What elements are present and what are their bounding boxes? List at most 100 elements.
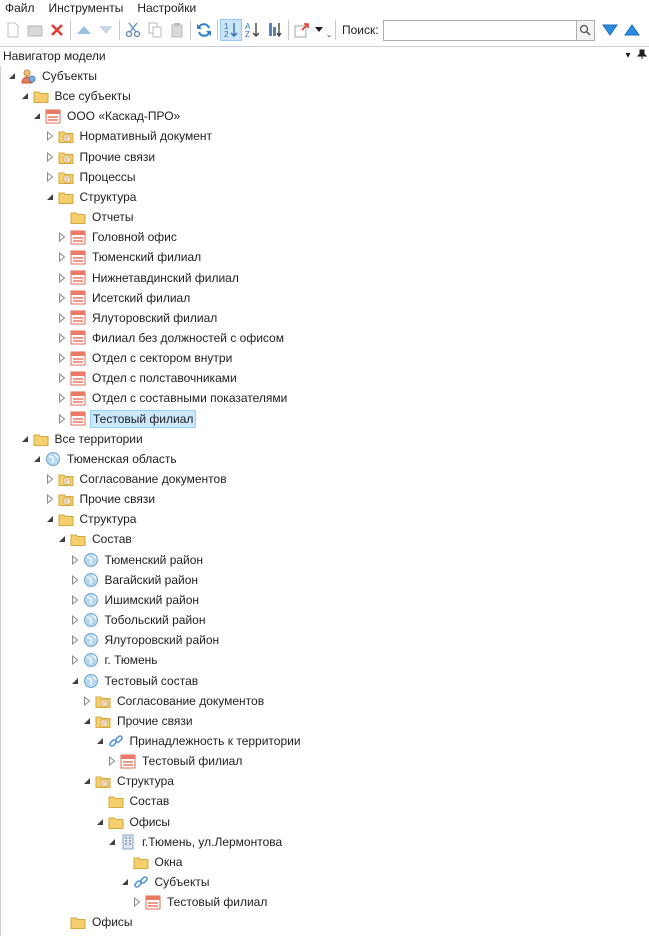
expand-arrow-icon[interactable] <box>44 513 56 525</box>
expand-arrow-icon[interactable] <box>19 90 31 102</box>
tree-node[interactable]: Офисы <box>94 812 173 832</box>
tree-node[interactable]: Все территории <box>19 429 145 449</box>
tree-node[interactable]: г. Тюмень <box>69 650 160 670</box>
move-down-icon[interactable] <box>95 19 117 41</box>
collapse-arrow-icon[interactable] <box>44 130 56 142</box>
tree-node[interactable]: Согласование документов <box>44 469 229 489</box>
collapse-arrow-icon[interactable] <box>44 493 56 505</box>
tree-node[interactable]: Структура <box>81 771 176 791</box>
collapse-arrow-icon[interactable] <box>69 614 81 626</box>
tree-node[interactable]: Тестовый филиал <box>56 409 197 429</box>
expand-arrow-icon[interactable] <box>94 816 106 828</box>
tree-node[interactable]: Прочие связи <box>44 147 158 167</box>
tree-node[interactable]: Состав <box>94 791 172 811</box>
tree-node[interactable]: Все субъекты <box>19 86 133 106</box>
collapse-arrow-icon[interactable] <box>56 372 68 384</box>
expand-arrow-icon[interactable] <box>19 433 31 445</box>
collapse-arrow-icon[interactable] <box>56 413 68 425</box>
collapse-arrow-icon[interactable] <box>106 755 118 767</box>
collapse-arrow-icon[interactable] <box>56 231 68 243</box>
expand-arrow-icon[interactable] <box>119 876 131 888</box>
collapse-arrow-icon[interactable] <box>69 574 81 586</box>
expand-arrow-icon[interactable] <box>44 191 56 203</box>
tree-node[interactable]: Тобольский район <box>69 610 208 630</box>
collapse-arrow-icon[interactable] <box>56 312 68 324</box>
tree-node[interactable]: Ялуторовский район <box>69 630 222 650</box>
refresh-icon[interactable] <box>193 19 215 41</box>
tree-node[interactable]: Субъекты <box>6 66 99 86</box>
tree-node[interactable]: Вагайский район <box>69 570 201 590</box>
expand-arrow-icon[interactable] <box>94 735 106 747</box>
collapse-arrow-icon[interactable] <box>56 251 68 263</box>
collapse-arrow-icon[interactable] <box>56 292 68 304</box>
menu-file[interactable]: Файл <box>5 1 35 15</box>
copy-icon[interactable] <box>144 19 166 41</box>
tree-node[interactable]: Тестовый состав <box>69 671 201 691</box>
tree-node[interactable]: Отдел с составными показателями <box>56 388 289 408</box>
tree-node[interactable]: Отдел с сектором внутри <box>56 348 234 368</box>
collapse-arrow-icon[interactable] <box>56 392 68 404</box>
collapse-arrow-icon[interactable] <box>69 634 81 646</box>
search-input[interactable] <box>383 20 574 40</box>
expand-arrow-icon[interactable] <box>6 70 18 82</box>
collapse-arrow-icon[interactable] <box>44 473 56 485</box>
tree-node[interactable]: Тестовый филиал <box>131 892 269 912</box>
expand-arrow-icon[interactable] <box>81 775 93 787</box>
toolbar-overflow-icon[interactable]: ⌄ <box>325 30 333 39</box>
expand-arrow-icon[interactable] <box>69 675 81 687</box>
tree-node[interactable]: г.Тюмень, ул.Лермонтова <box>106 832 284 852</box>
search-next-icon[interactable] <box>599 19 621 41</box>
expand-arrow-icon[interactable] <box>31 453 43 465</box>
move-up-icon[interactable] <box>73 19 95 41</box>
collapse-arrow-icon[interactable] <box>69 654 81 666</box>
collapse-arrow-icon[interactable] <box>56 272 68 284</box>
pin-icon[interactable] <box>635 49 649 62</box>
search-icon[interactable] <box>575 20 594 40</box>
tree-node[interactable]: Отдел с полставочниками <box>56 368 239 388</box>
sort-type-icon[interactable] <box>264 19 286 41</box>
collapse-arrow-icon[interactable] <box>44 151 56 163</box>
expand-arrow-icon[interactable] <box>56 533 68 545</box>
tree-node[interactable]: Ялуторовский филиал <box>56 308 219 328</box>
tree-node[interactable]: Тюменская область <box>31 449 179 469</box>
paste-icon[interactable] <box>166 19 188 41</box>
collapse-arrow-icon[interactable] <box>44 171 56 183</box>
tree-node[interactable]: Состав <box>56 529 134 549</box>
collapse-arrow-icon[interactable] <box>69 554 81 566</box>
tree-node[interactable]: Субъекты <box>119 872 212 892</box>
cut-icon[interactable] <box>122 19 144 41</box>
tree-node[interactable]: Окна <box>119 852 185 872</box>
new-icon[interactable] <box>2 19 24 41</box>
tree-node[interactable]: Тюменский филиал <box>56 247 203 267</box>
export-icon[interactable] <box>291 19 313 41</box>
tree-node[interactable]: Процессы <box>44 167 138 187</box>
tree-node[interactable]: Принадлежность к территории <box>94 731 303 751</box>
expand-arrow-icon[interactable] <box>31 110 43 122</box>
tree-node[interactable]: Прочие связи <box>81 711 195 731</box>
tree-node[interactable]: Нормативный документ <box>44 126 215 146</box>
expand-arrow-icon[interactable] <box>81 715 93 727</box>
collapse-arrow-icon[interactable] <box>69 594 81 606</box>
tree-node[interactable]: Прочие связи <box>44 489 158 509</box>
export-dropdown-icon[interactable] <box>313 19 325 41</box>
tree-node[interactable]: Тестовый филиал <box>106 751 244 771</box>
tree-node[interactable]: Филиал без должностей с офисом <box>56 328 286 348</box>
tree-node[interactable]: Исетский филиал <box>56 288 192 308</box>
tree-node[interactable]: Согласование документов <box>81 691 266 711</box>
tree-node[interactable]: Структура <box>44 187 139 207</box>
expand-arrow-icon[interactable] <box>106 836 118 848</box>
menu-tools[interactable]: Инструменты <box>48 1 124 15</box>
menu-settings[interactable]: Настройки <box>137 1 197 15</box>
tree-node[interactable]: Тюменский район <box>69 550 206 570</box>
search-previous-icon[interactable] <box>621 19 643 41</box>
tree-node[interactable]: ООО «Каскад-ПРО» <box>31 106 182 126</box>
open-icon[interactable] <box>24 19 46 41</box>
collapse-arrow-icon[interactable] <box>56 352 68 364</box>
collapse-arrow-icon[interactable] <box>56 332 68 344</box>
panel-menu-icon[interactable]: ▾ <box>625 50 631 61</box>
tree-node[interactable]: Ишимский район <box>69 590 202 610</box>
tree-node[interactable]: Головной офис <box>56 227 179 247</box>
tree-node[interactable]: Офисы <box>56 912 135 932</box>
